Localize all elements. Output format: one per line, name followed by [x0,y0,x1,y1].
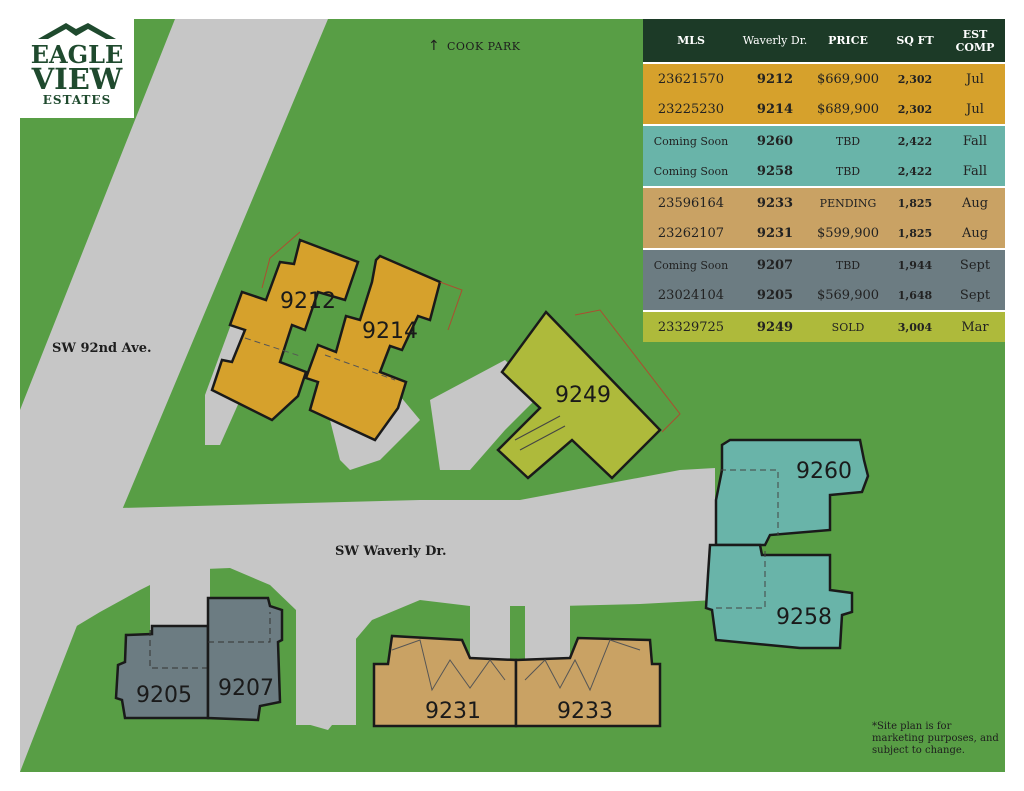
cell-comp: Fall [962,163,988,179]
cell-comp: Fall [945,124,1005,156]
header-sqft: SQ FT [885,19,945,63]
lot-label-9231: 9231 [425,699,481,724]
cell-sqft: 3,004 [885,310,945,342]
cell-address: 9231 [756,225,794,241]
cell-address: 9212 [739,62,811,94]
header-waverly: Waverly Dr. [739,19,811,63]
header-est-comp: EST COMP [945,19,1005,63]
cell-address: 9249 [739,310,811,342]
cell-mls: Coming Soon [643,124,739,156]
lot-label-9258: 9258 [776,605,832,630]
cell-price: SOLD [811,310,885,342]
cell-address: 9207 [739,248,811,280]
street-label-92nd: SW 92nd Ave. [52,341,152,356]
cell-price: TBD [811,248,885,280]
road-sw-92nd-ave [20,19,328,772]
cell-comp: Jul [966,101,984,117]
cell-mls: 23596164 [643,186,739,218]
lot-9231[interactable]: 9231 [372,634,518,728]
eagle-view-logo: EAGLE VIEW ESTATES [20,18,134,118]
cell-price: TBD [811,124,885,156]
cell-sqft: 1,648 [897,288,933,302]
cell-comp: Jul [945,62,1005,94]
table-row: Coming Soon 9258 TBD 2,422 Fall [643,156,1005,187]
lot-9249[interactable]: 9249 [496,309,681,480]
cell-price: $669,900 [811,62,885,94]
cell-sqft: 1,825 [885,186,945,218]
cell-mls: 23225230 [657,101,725,117]
table-row: 23262107 9231 $599,900 1,825 Aug [643,218,1005,249]
lot-label-9205: 9205 [136,683,192,708]
cell-comp: Sept [959,287,991,303]
table-row: Coming Soon 9207 TBD 1,944 Sept [643,248,1005,280]
lot-label-9233: 9233 [557,699,613,724]
cell-address: 9233 [739,186,811,218]
cell-price: TBD [835,164,861,178]
table-row: 23024104 9205 $569,900 1,648 Sept [643,280,1005,311]
cell-price: PENDING [811,186,885,218]
header-mls: MLS [643,19,739,63]
cell-sqft: 2,302 [885,62,945,94]
table-row: 23596164 9233 PENDING 1,825 Aug [643,186,1005,218]
driveway-south-2 [470,600,510,660]
header-est: EST [962,27,988,41]
header-comp: COMP [955,40,995,54]
cell-address: 9214 [756,101,794,117]
cell-address: 9205 [756,287,794,303]
driveway-south-1 [150,560,210,630]
cell-address: 9260 [739,124,811,156]
cell-comp: Aug [945,186,1005,218]
cell-price: $599,900 [816,225,880,241]
lot-label-9249: 9249 [555,383,611,408]
table-row: 23621570 9212 $669,900 2,302 Jul [643,62,1005,94]
table-row: 23225230 9214 $689,900 2,302 Jul [643,94,1005,125]
mls-table: MLS Waverly Dr. PRICE SQ FT EST COMP 236… [643,19,1005,342]
cell-sqft: 1,825 [897,226,933,240]
table-row: Coming Soon 9260 TBD 2,422 Fall [643,124,1005,156]
cell-mls: 23262107 [657,225,725,241]
lot-9233[interactable]: 9233 [514,636,662,728]
driveway-south-3 [525,600,570,660]
cell-sqft: 2,422 [885,124,945,156]
driveway-south-4 [296,600,356,725]
logo-line-1: EAGLE [30,40,124,69]
cell-mls: 23329725 [643,310,739,342]
lot-9258[interactable]: 9258 [704,543,854,650]
lot-9205[interactable]: 9205 [114,624,210,720]
cell-mls: 23621570 [643,62,739,94]
table-row: 23329725 9249 SOLD 3,004 Mar [643,310,1005,342]
lot-9207[interactable]: 9207 [206,596,284,722]
lot-9260[interactable]: 9260 [714,438,870,547]
lot-label-9260: 9260 [796,459,852,484]
cell-mls: Coming Soon [653,164,729,178]
logo-line-3: ESTATES [42,93,112,107]
lot-label-9214: 9214 [362,319,418,344]
lot-label-9212: 9212 [280,289,336,314]
cell-sqft: 2,422 [897,164,933,178]
cell-sqft: 2,302 [897,102,933,116]
roof-mountain-icon [38,23,116,39]
cell-comp: Sept [945,248,1005,280]
cell-address: 9258 [756,163,794,179]
lot-label-9207: 9207 [218,676,274,701]
cook-park-label: COOK PARK [447,40,521,53]
disclaimer-note: *Site plan is for marketing purposes, an… [872,721,999,756]
cell-mls: Coming Soon [643,248,739,280]
cell-comp: Aug [961,225,989,241]
road-sw-waverly-dr [20,468,715,730]
lot-9212[interactable]: 9212 [210,231,360,422]
street-label-waverly: SW Waverly Dr. [335,544,447,559]
cell-price: $689,900 [816,101,880,117]
table-header-row: MLS Waverly Dr. PRICE SQ FT EST COMP [643,19,1005,63]
cell-sqft: 1,944 [885,248,945,280]
cell-price: $569,900 [816,287,880,303]
header-price: PRICE [811,19,885,63]
cell-comp: Mar [945,310,1005,342]
up-arrow-icon: ↑ [428,38,440,54]
lot-9214[interactable]: 9214 [304,254,463,442]
cell-mls: 23024104 [657,287,725,303]
logo-line-2: VIEW [31,62,123,96]
driveway-9249 [430,360,540,470]
